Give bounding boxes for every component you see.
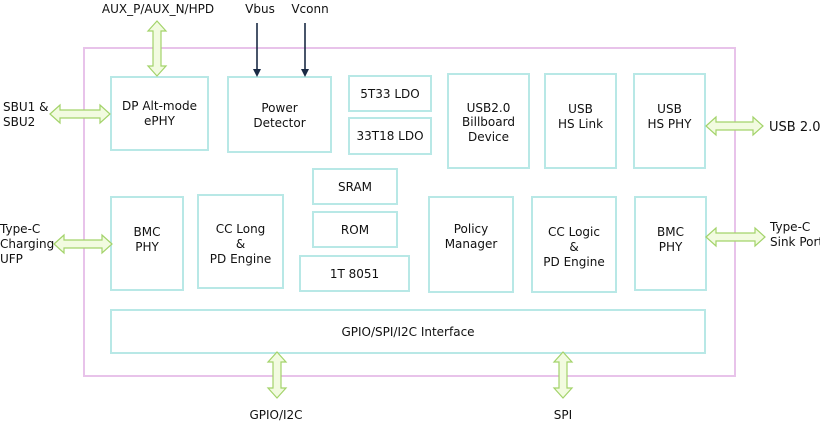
cc-logic-block: CC Logic & PD Engine: [531, 196, 617, 293]
mcu-label: 1T 8051: [330, 267, 379, 281]
cc-long-block: CC Long & PD Engine: [197, 194, 284, 289]
ldo-5t33-block: 5T33 LDO: [348, 75, 432, 112]
aux-signal-label: AUX_P/AUX_N/HPD: [102, 2, 214, 16]
typec-charging-label-1: Type-C: [0, 222, 40, 236]
chip-outline: [83, 47, 736, 377]
usb20-double-arrow: [705, 115, 764, 137]
bmc-phy-left-block: BMC PHY: [110, 196, 184, 291]
vconn-arrow: [301, 23, 309, 77]
hs-phy-label-1: USB: [657, 102, 682, 116]
billboard-label-2: Billboard: [462, 115, 515, 129]
hs-link-block: USB HS Link: [544, 73, 617, 169]
usb20-signal-label: USB 2.0: [769, 120, 820, 135]
policy-label-2: Manager: [445, 237, 498, 251]
typec-charging-label-2: Charging: [0, 237, 54, 251]
typec-sink-label-1: Type-C: [769, 220, 810, 234]
gpio-i2c-double-arrow: [266, 351, 288, 399]
sram-block: SRAM: [312, 168, 398, 205]
hs-phy-block: USB HS PHY: [633, 73, 706, 169]
rom-block: ROM: [312, 211, 398, 248]
vconn-signal-label: Vconn: [291, 2, 328, 16]
ldo-33t18-label: 33T18 LDO: [356, 129, 423, 143]
sbu-double-arrow: [49, 103, 111, 125]
billboard-block: USB2.0 Billboard Device: [447, 73, 530, 169]
spi-double-arrow: [552, 351, 574, 399]
gpio-interface-label: GPIO/SPI/I2C Interface: [341, 325, 474, 339]
mcu-8051-block: 1T 8051: [299, 255, 410, 292]
spi-signal-label: SPI: [554, 408, 572, 422]
rom-label: ROM: [341, 223, 369, 237]
sbu-signal-label-2: SBU2: [3, 115, 35, 129]
power-detector-block: Power Detector: [227, 76, 332, 153]
policy-manager-block: Policy Manager: [428, 196, 514, 293]
aux-double-arrow: [146, 20, 168, 77]
bmc-left-label-2: PHY: [135, 240, 159, 254]
hs-link-label-2: HS Link: [558, 117, 603, 131]
vbus-signal-label: Vbus: [245, 2, 275, 16]
ldo-33t18-block: 33T18 LDO: [348, 117, 432, 155]
typec-sink-label-2: Sink Port: [770, 235, 820, 249]
typec-sink-double-arrow: [705, 226, 766, 248]
cc-logic-label-1: CC Logic: [548, 225, 600, 239]
policy-label-1: Policy: [454, 222, 489, 236]
cc-long-label-3: PD Engine: [210, 252, 271, 266]
power-detector-label-2: Detector: [253, 116, 305, 130]
gpio-interface-block: GPIO/SPI/I2C Interface: [110, 309, 706, 354]
bmc-right-label-1: BMC: [657, 225, 684, 239]
dp-alt-mode-block: DP Alt-mode ePHY: [110, 76, 209, 151]
power-detector-label-1: Power: [261, 101, 297, 115]
hs-link-label-1: USB: [568, 102, 593, 116]
dp-alt-mode-label-1: DP Alt-mode: [122, 99, 197, 113]
bmc-phy-right-block: BMC PHY: [634, 196, 707, 291]
gpio-i2c-signal-label: GPIO/I2C: [249, 408, 302, 422]
billboard-label-1: USB2.0: [467, 101, 511, 115]
bmc-left-label-1: BMC: [134, 225, 161, 239]
dp-alt-mode-label-2: ePHY: [144, 114, 176, 128]
billboard-label-3: Device: [468, 130, 509, 144]
vbus-arrow: [253, 23, 261, 77]
bmc-right-label-2: PHY: [659, 240, 683, 254]
typec-charging-double-arrow: [53, 233, 113, 255]
ldo-5t33-label: 5T33 LDO: [360, 87, 419, 101]
sbu-signal-label-1: SBU1 &: [3, 100, 48, 114]
cc-long-label-2: &: [236, 237, 245, 251]
cc-logic-label-2: &: [569, 240, 578, 254]
cc-long-label-1: CC Long: [216, 222, 266, 236]
sram-label: SRAM: [338, 180, 372, 194]
typec-charging-label-3: UFP: [0, 252, 23, 266]
cc-logic-label-3: PD Engine: [543, 255, 604, 269]
hs-phy-label-2: HS PHY: [647, 117, 692, 131]
